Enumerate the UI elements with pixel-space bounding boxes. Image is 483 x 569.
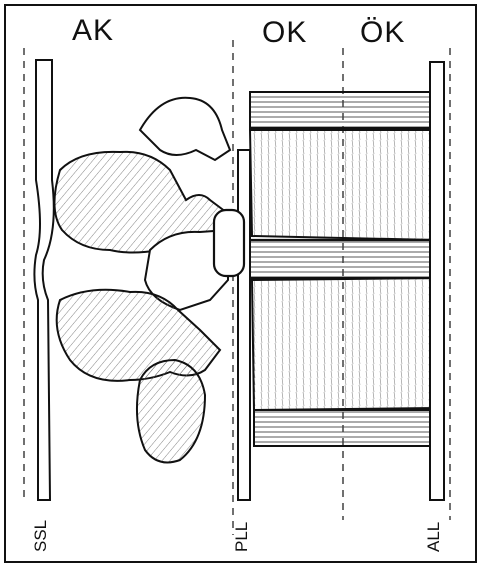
ligament-label-ssl: SSL (32, 520, 49, 552)
disc-top (250, 92, 436, 128)
ligament-label-pll: PLL (233, 522, 250, 552)
column-label-middle: OK (262, 18, 307, 48)
superior-articular-process (140, 98, 230, 160)
facet-joint (214, 210, 244, 276)
supraspinous-ligament (34, 60, 53, 500)
vertebral-body-upper (250, 130, 436, 240)
anterior-longitudinal-ligament (430, 62, 444, 500)
vertebral-body-lower (252, 278, 436, 410)
posterior-longitudinal-ligament (238, 150, 250, 500)
column-label-anterior: ÖK (360, 18, 405, 48)
column-label-posterior: AK (72, 16, 114, 46)
inferior-articular-process (137, 360, 205, 462)
disc-middle (246, 240, 436, 278)
ligament-label-all: ALL (425, 522, 442, 552)
disc-bottom (254, 410, 434, 446)
